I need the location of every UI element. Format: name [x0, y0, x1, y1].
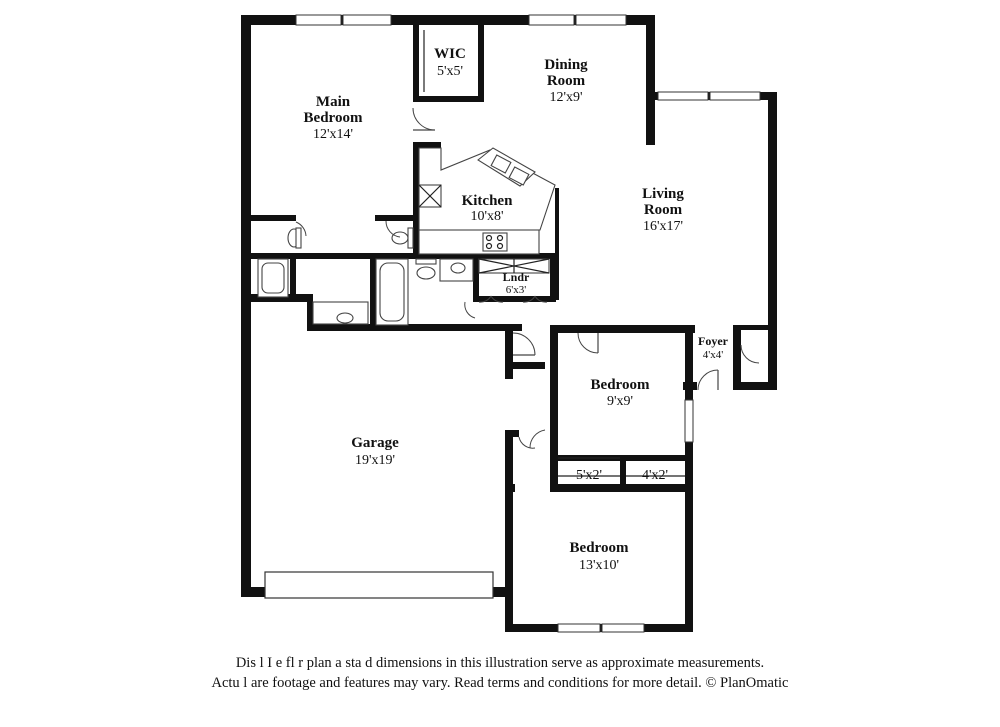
main-bedroom-dims: 12'x14' [313, 127, 353, 142]
laundry-dims: 6'x3' [506, 284, 526, 296]
garage-name: Garage [351, 435, 399, 451]
disclaimer-line-1: Dis l I e fl r plan a sta d dimensions i… [235, 655, 765, 671]
windows [295, 14, 761, 633]
fixtures [257, 30, 685, 477]
dining-name-1: Dining [544, 57, 588, 73]
interior-walls [251, 25, 690, 492]
living-name-1: Living [642, 186, 684, 202]
kitchen-name: Kitchen [462, 193, 513, 209]
wic-dims: 5'x5' [437, 64, 463, 79]
kitchen-dims: 10'x8' [470, 209, 503, 224]
dining-dims: 12'x9' [549, 90, 582, 105]
laundry-name: Lndr [503, 270, 530, 284]
living-name-2: Room [644, 202, 683, 218]
disclaimer-line-2: Actu l are footage and features may vary… [211, 675, 789, 691]
main-bedroom-name-2: Bedroom [304, 110, 363, 126]
bedroom-large-dims: 13'x10' [579, 558, 619, 573]
garage-dims: 19'x19' [355, 453, 395, 468]
doors [295, 107, 760, 449]
bedroom-large-name: Bedroom [570, 540, 629, 556]
foyer-dims: 4'x4' [703, 349, 723, 361]
garage-door [264, 571, 494, 599]
foyer-name: Foyer [698, 334, 729, 348]
room-labels: Main Bedroom 12'x14' WIC 5'x5' Dining Ro… [304, 46, 729, 573]
dining-name-2: Room [547, 73, 586, 89]
bedroom-small-dims: 9'x9' [607, 394, 633, 409]
main-bedroom-name-1: Main [316, 94, 351, 110]
closet-a-dims: 5'x2' [576, 468, 602, 483]
living-dims: 16'x17' [643, 219, 683, 234]
closet-b-dims: 4'x2' [642, 468, 668, 483]
wic-name: WIC [434, 46, 466, 62]
bedroom-small-name: Bedroom [591, 377, 650, 393]
